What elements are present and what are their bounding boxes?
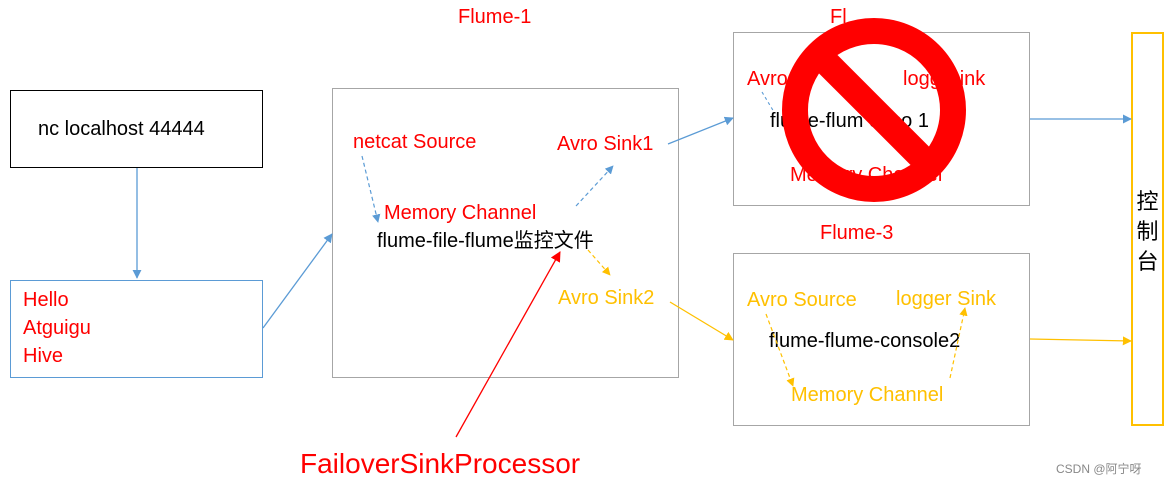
arrow-flume3-channel-to-sink xyxy=(949,307,968,379)
flume2-title: Fl xyxy=(830,6,847,28)
arrow-netcat-to-channel xyxy=(361,155,381,223)
failover-sink-processor-label: FailoverSinkProcessor xyxy=(300,448,581,479)
arrow-sink1-to-flume2 xyxy=(667,116,734,145)
arrow-channel-to-sink2 xyxy=(587,249,611,276)
flume3-memory-channel-label: Memory Channel xyxy=(791,384,944,406)
arrow-channel-to-sink1 xyxy=(575,165,614,207)
arrow-flume3-source-to-channel xyxy=(765,313,795,387)
console-char-1: 控 xyxy=(1136,189,1159,214)
flume1-agent-box xyxy=(332,88,679,378)
avro-sink2-label: Avro Sink2 xyxy=(558,287,655,309)
flume1-name-label: flume-file-flume监控文件 xyxy=(377,230,594,252)
nc-command-text: nc localhost 44444 xyxy=(38,118,205,140)
avro-sink1-label: Avro Sink1 xyxy=(557,133,654,155)
netcat-source-label: netcat Source xyxy=(353,131,477,153)
flume3-avro-source-label: Avro Source xyxy=(747,289,857,311)
flume1-title: Flume-1 xyxy=(458,6,532,28)
flume3-name-label: flume-flume-console2 xyxy=(769,330,961,352)
input-line-hello: Hello xyxy=(23,289,69,311)
arrow-flume2-source-to-channel xyxy=(761,91,775,113)
console-char-3: 台 xyxy=(1136,249,1159,274)
nc-command-box: nc localhost 44444 xyxy=(10,90,263,168)
arrow-flume3-to-console xyxy=(1029,336,1132,346)
prohibited-icon xyxy=(782,18,966,202)
flume3-title: Flume-3 xyxy=(820,222,894,244)
input-text-box: Hello Atguigu Hive xyxy=(10,280,263,378)
flume2-avro-source-label: Avro xyxy=(747,68,788,90)
arrow-sink2-to-flume3 xyxy=(669,301,734,341)
console-box: 控 制 台 xyxy=(1131,32,1164,426)
arrow-input-to-flume1 xyxy=(262,233,333,329)
memory-channel-1-label: Memory Channel xyxy=(384,202,537,224)
input-line-atguigu: Atguigu xyxy=(23,317,91,339)
console-char-2: 制 xyxy=(1136,219,1159,244)
flume3-logger-sink-label: logger Sink xyxy=(896,288,997,310)
input-line-hive: Hive xyxy=(23,345,64,367)
watermark: CSDN @阿宁呀 xyxy=(1056,462,1142,476)
arrow-failover-to-flume1 xyxy=(455,251,561,438)
